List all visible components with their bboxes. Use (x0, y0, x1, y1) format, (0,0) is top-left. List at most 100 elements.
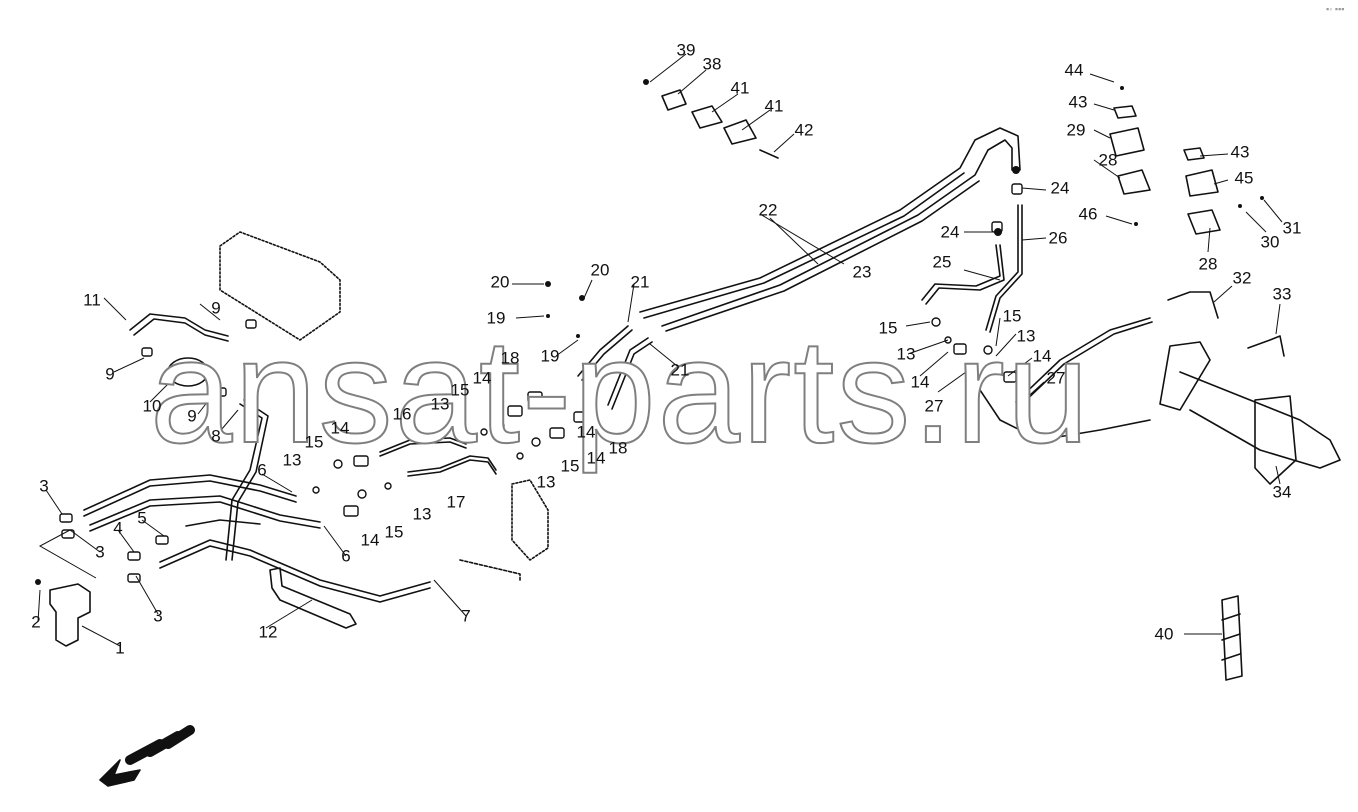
callout-label: 2 (31, 612, 41, 632)
callout-label: 19 (486, 308, 506, 328)
tube-26 (985, 204, 1019, 331)
callout-label: 24 (940, 222, 960, 242)
accumulator-10 (167, 357, 209, 387)
callout-label: 11 (83, 290, 101, 310)
callout-label: 15 (560, 456, 580, 476)
callout-label: 7 (461, 606, 471, 626)
callout-label: 6 (341, 546, 351, 566)
plate-43a (1113, 105, 1137, 119)
callout-label: 38 (702, 54, 722, 74)
callout-label: 14 (910, 372, 930, 392)
callout-label: 4 (113, 518, 123, 538)
callout-label: 43 (1230, 142, 1250, 162)
callout-label: 25 (932, 252, 952, 272)
clamp-29 (1109, 127, 1145, 157)
callout-label: 29 (1066, 120, 1086, 140)
filter-1 (49, 583, 91, 647)
callout-label: 3 (39, 476, 49, 496)
leader-lines (37, 53, 1283, 647)
callout-label: 20 (490, 272, 510, 292)
plate-28b (1187, 209, 1221, 235)
callout-label: 30 (1260, 232, 1280, 252)
callout-label: 10 (142, 396, 162, 416)
callout-label: 20 (590, 260, 610, 280)
callout-label: 9 (105, 364, 115, 384)
callout-label: 24 (1050, 178, 1070, 198)
callout-label: 41 (764, 96, 784, 116)
callout-label: 6 (257, 460, 267, 480)
tube-23 (661, 139, 1013, 327)
callout-label: 13 (412, 504, 432, 524)
callout-label: 26 (1048, 228, 1068, 248)
hose-guard-40 (1221, 595, 1243, 681)
callout-label: 46 (1078, 204, 1098, 224)
bracket-12 (269, 567, 357, 629)
hose-11 (129, 313, 229, 337)
cylinder-34 (1159, 341, 1211, 411)
callout-label: 13 (896, 344, 916, 364)
callout-label: 16 (392, 404, 412, 424)
callout-label: 34 (1272, 482, 1292, 502)
callout-label: 27 (1046, 368, 1066, 388)
callout-label: 17 (446, 492, 466, 512)
callout-label: 18 (608, 438, 628, 458)
callout-label: 13 (430, 394, 450, 414)
plate-43b (1183, 147, 1205, 161)
callout-label: 45 (1234, 168, 1254, 188)
callout-label: 14 (586, 448, 606, 468)
callout-label: 41 (730, 78, 750, 98)
callout-label: 15 (1002, 306, 1022, 326)
callout-label: 3 (153, 606, 163, 626)
callout-label: 3 (95, 542, 105, 562)
callout-label: 14 (360, 530, 380, 550)
tube-25 (921, 244, 1001, 301)
tube-16 (379, 437, 467, 453)
callout-label: 1 (115, 638, 125, 658)
callout-label: 31 (1282, 218, 1302, 238)
clamp-41b (723, 119, 757, 145)
callout-label: 40 (1154, 624, 1174, 644)
callout-label: 14 (330, 418, 350, 438)
hose-7 (159, 539, 431, 597)
callout-label: 32 (1232, 268, 1252, 288)
callout-label: 14 (1032, 346, 1052, 366)
tube-22 (639, 127, 1021, 313)
tube-17 (407, 455, 497, 473)
callout-label: 12 (258, 622, 278, 642)
callout-label: 9 (211, 298, 221, 318)
callout-label: 21 (670, 360, 690, 380)
hose-6a (83, 474, 297, 511)
hose-8 (225, 403, 263, 561)
tube-33 (1247, 335, 1285, 357)
control-valve (511, 479, 549, 561)
callout-label: 43 (1068, 92, 1088, 112)
hose-6b (89, 495, 321, 526)
callout-label: 44 (1064, 60, 1084, 80)
valve-block (219, 231, 341, 341)
callout-label: 33 (1272, 284, 1292, 304)
plate-38 (661, 89, 687, 111)
callout-label: 42 (794, 120, 814, 140)
hose-21a (577, 325, 629, 377)
callout-label: 19 (540, 346, 560, 366)
callout-label: 21 (630, 272, 650, 292)
hose-5 (185, 519, 261, 527)
callout-label: 13 (536, 472, 556, 492)
clamp-45 (1185, 169, 1219, 197)
hose-21b (607, 337, 649, 406)
callout-label: 15 (384, 522, 404, 542)
callout-label: 15 (304, 432, 324, 452)
callout-label: 9 (187, 406, 197, 426)
callout-label: 39 (676, 40, 696, 60)
plate-28a (1117, 169, 1151, 195)
bolt-42 (759, 149, 779, 159)
callout-label: 15 (450, 380, 470, 400)
clamp-41a (691, 105, 723, 129)
callout-label: 13 (1016, 326, 1036, 346)
callout-label: 27 (924, 396, 944, 416)
tube-32 (1167, 291, 1219, 319)
callout-label: 13 (282, 450, 302, 470)
callout-label: 14 (472, 368, 492, 388)
corner-mark: ▪◦ ▪▪▪ (1326, 4, 1345, 14)
